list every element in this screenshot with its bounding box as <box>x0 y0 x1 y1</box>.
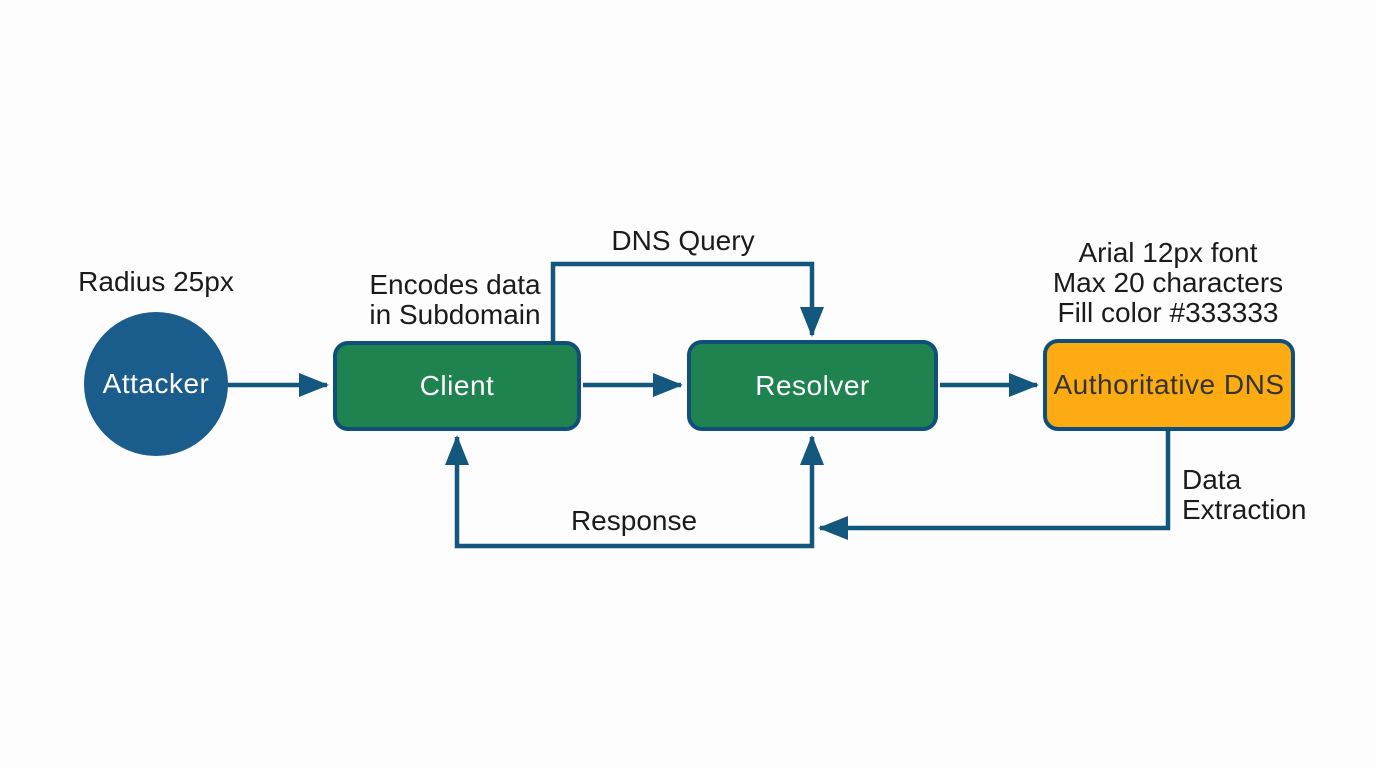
client-annotation-line: Encodes data <box>369 269 541 300</box>
client-annotation: Encodes data in Subdomain <box>369 270 540 330</box>
attacker-annotation-line: Radius 25px <box>78 266 234 297</box>
client-annotation-line: in Subdomain <box>369 299 541 330</box>
dns-query-arrow <box>550 261 824 341</box>
client-label: Client <box>419 370 495 401</box>
resolver-node: Resolver <box>687 340 938 431</box>
data-extraction-arrow <box>818 431 1171 540</box>
resolver-label: Resolver <box>755 369 870 401</box>
authoritative-dns-annotation-line: Arial 12px font <box>1078 237 1258 268</box>
authoritative-dns-node: Authoritative DNS <box>1043 339 1295 431</box>
authoritative-dns-annotation-line: Fill color #333333 <box>1057 297 1279 328</box>
attacker-node: Attacker <box>84 312 228 456</box>
authoritative-dns-annotation-line: Max 20 characters <box>1052 267 1284 298</box>
attacker-label: Attacker <box>102 368 210 399</box>
data-extraction-label-line: Extraction <box>1182 494 1307 525</box>
authoritative-dns-label: Authoritative DNS <box>1053 369 1285 400</box>
response-arrow-to-client <box>445 435 814 549</box>
client-node: Client <box>333 341 581 431</box>
data-extraction-label: Data Extraction <box>1182 465 1307 525</box>
data-extraction-label-line: Data <box>1182 464 1242 495</box>
response-label: Response <box>570 505 698 536</box>
authoritative-dns-annotation: Arial 12px font Max 20 characters Fill c… <box>1053 238 1283 328</box>
attacker-annotation: Radius 25px <box>78 267 234 297</box>
dns-query-label: DNS Query <box>611 225 755 256</box>
